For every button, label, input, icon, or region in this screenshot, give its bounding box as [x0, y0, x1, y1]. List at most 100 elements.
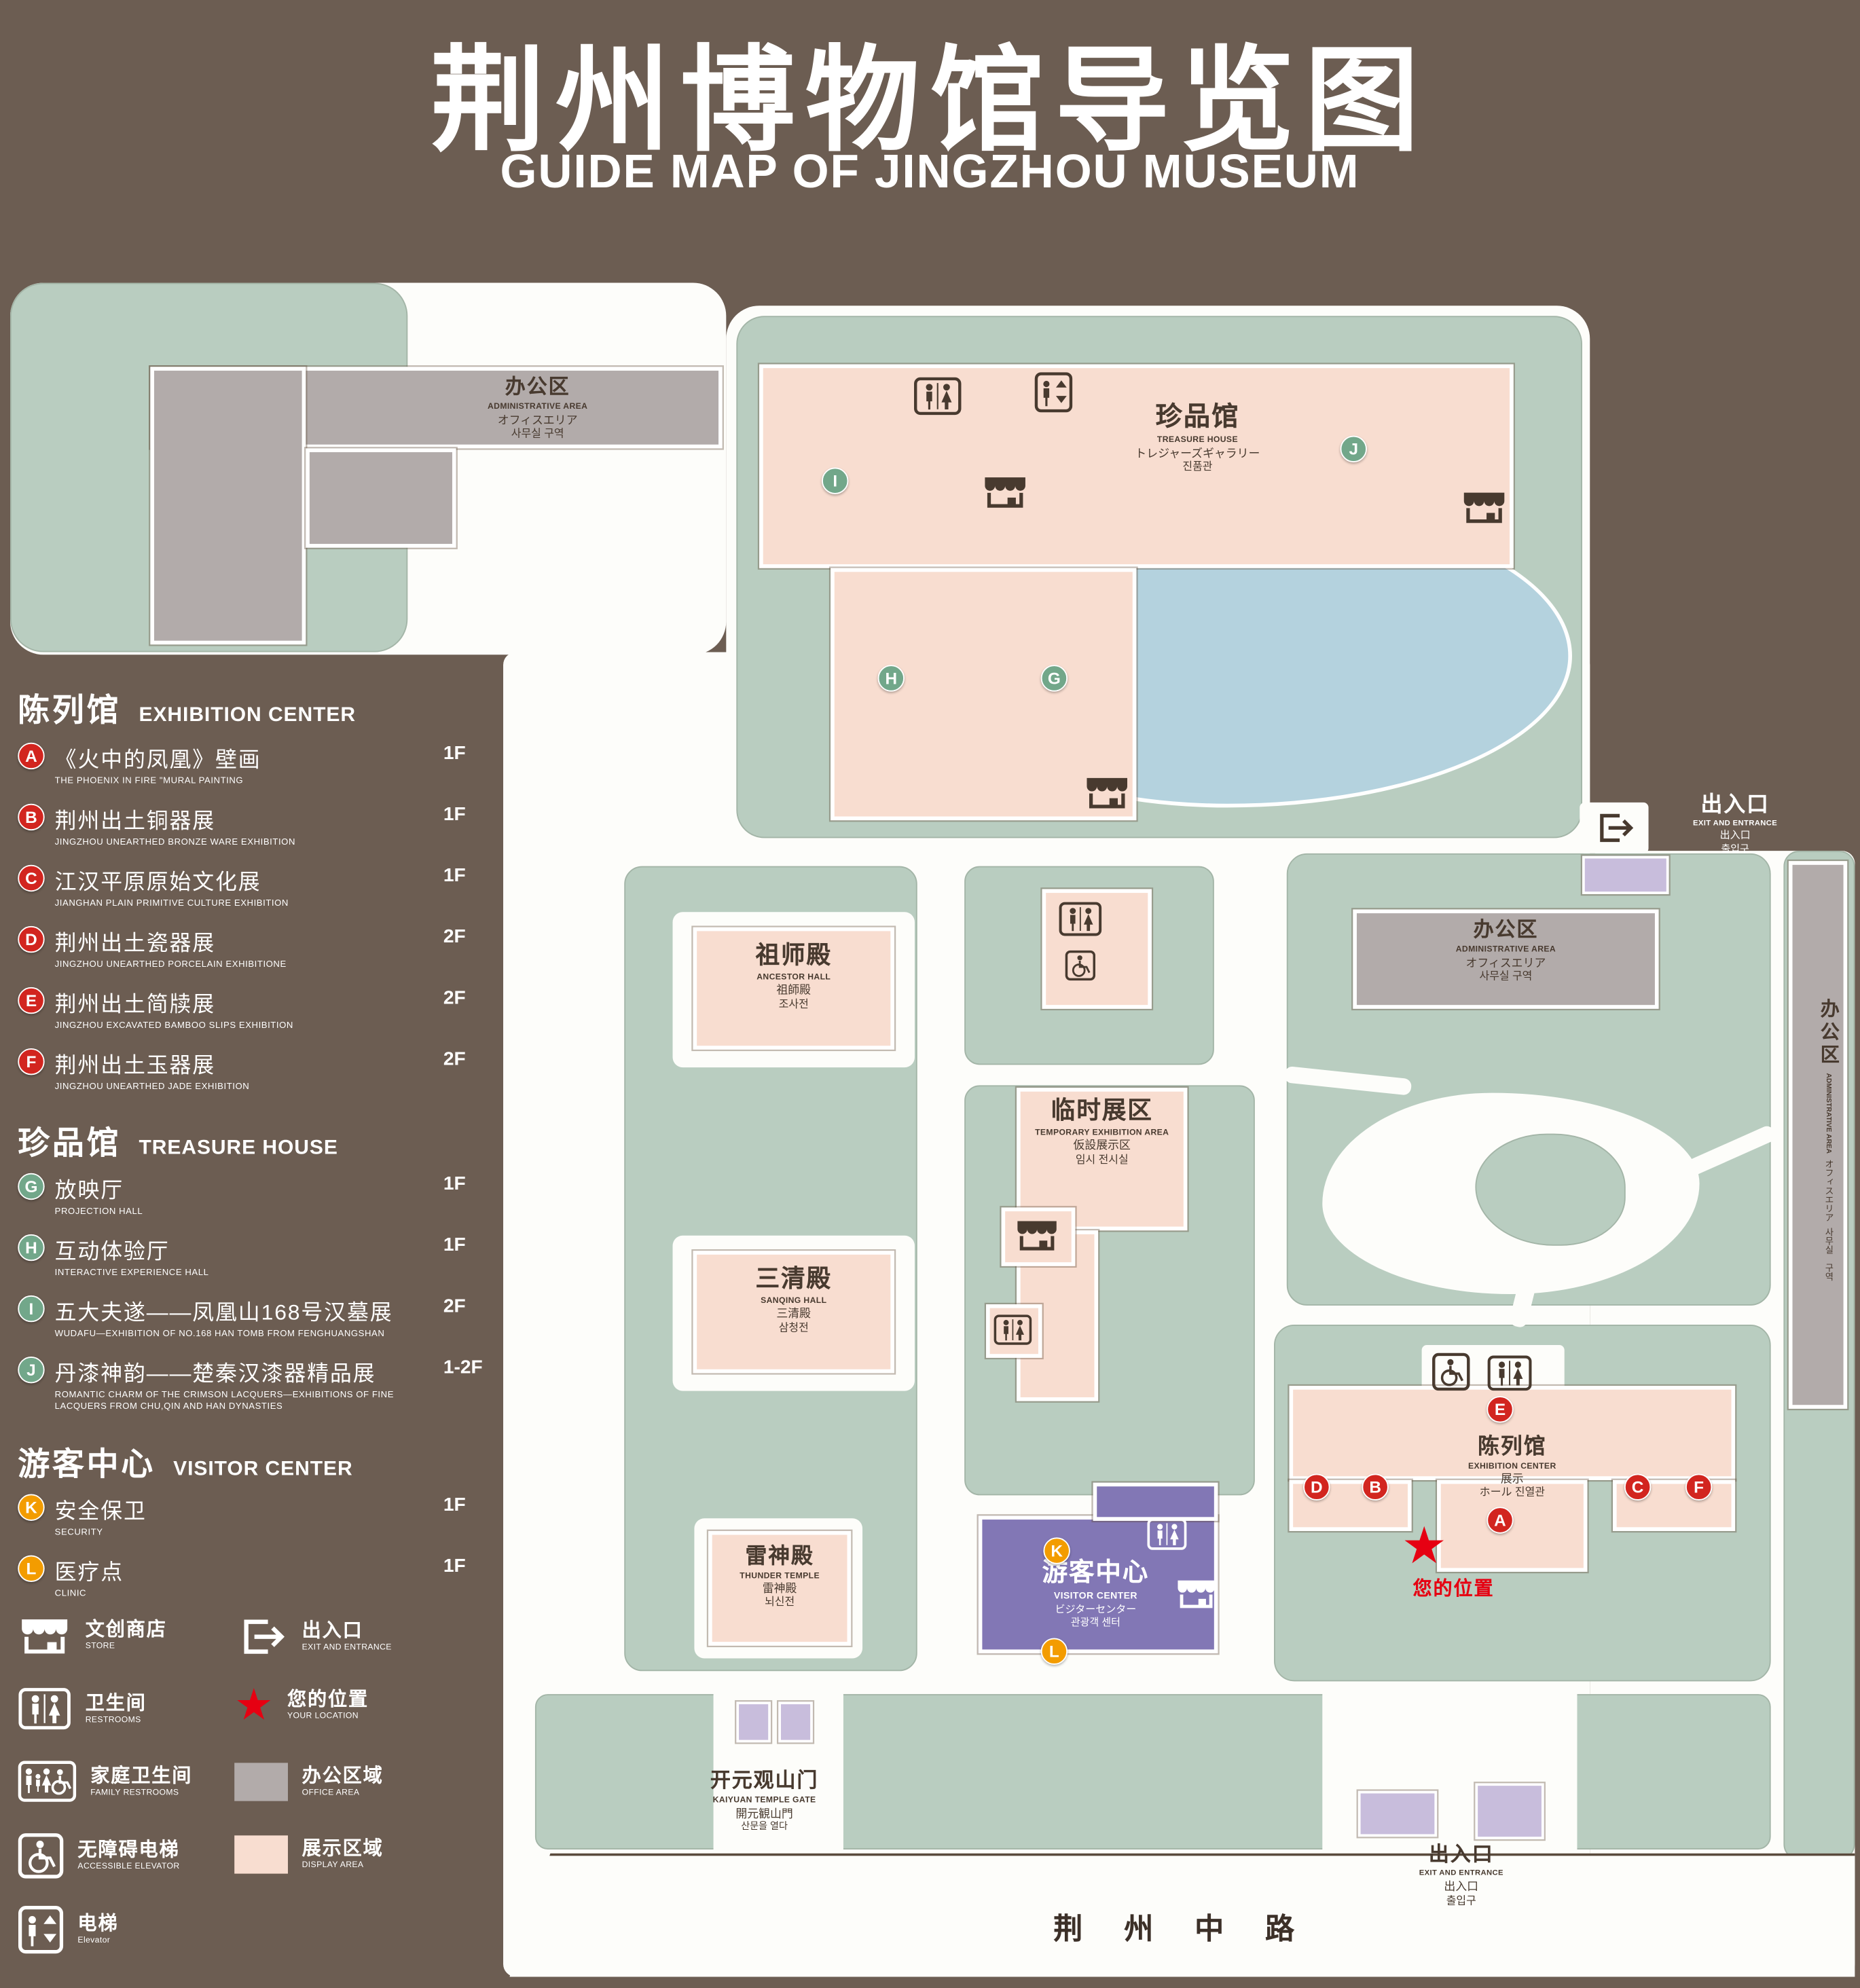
your-location-star-icon: ★: [1401, 1518, 1447, 1575]
building-ancestor-hall: [693, 927, 894, 1050]
exit-bottom-label: 出入口 EXIT AND ENTRANCE 出入口 출입구: [1419, 1844, 1503, 1907]
map-marker-c: C: [1624, 1473, 1652, 1501]
marker-g: G: [18, 1173, 45, 1200]
marker-f: F: [18, 1048, 45, 1075]
legend-item-e: E 荆州出土简牍展 JINGZHOU EXCAVATED BAMBOO SLIP…: [18, 986, 502, 1032]
map-marker-e: E: [1487, 1396, 1514, 1423]
store-icon: [1460, 489, 1508, 525]
marker-i: I: [18, 1295, 45, 1323]
building-visitor-center-annex: [1093, 1482, 1218, 1521]
building-admin-right: [1353, 909, 1659, 1009]
building-exhibition-center: [1289, 1386, 1736, 1480]
admin-far-right-label: 办公区 ADMINISTRATIVE AREA オフィスエリア 사무실 구역: [1818, 999, 1840, 1281]
building-thunder-temple: [708, 1530, 852, 1646]
building-exit-bottom-left: [1357, 1790, 1438, 1837]
restrooms-icon: [993, 1314, 1032, 1345]
visitor-center-label: 游客中心 VISITOR CENTER ビジターセンター 관광객 센터: [1042, 1559, 1150, 1628]
elevator-icon: [1034, 372, 1072, 413]
map-marker-f: F: [1685, 1473, 1713, 1501]
accessible-elevator-icon: [18, 1833, 64, 1879]
building-sanqing-hall: [693, 1251, 894, 1374]
building-exit-top-right: [1582, 855, 1669, 894]
map-marker-d: D: [1303, 1473, 1330, 1501]
thunder-temple-label: 雷神殿 THUNDER TEMPLE 雷神殿 뇌신전: [740, 1543, 820, 1608]
admin-top-left-label: 办公区 ADMINISTRATIVE AREA オフィスエリア 사무실 구역: [487, 377, 588, 440]
building-admin-far-right: [1788, 861, 1848, 1409]
elevator-icon: [18, 1905, 64, 1953]
store-icon: [18, 1615, 71, 1656]
marker-b: B: [18, 803, 45, 831]
store-icon: [981, 474, 1029, 510]
building-treasure-house: [759, 364, 1514, 568]
store-icon: [1083, 775, 1131, 811]
store-icon: [1014, 1217, 1060, 1252]
marker-l: L: [18, 1555, 45, 1582]
map-marker-k: K: [1043, 1537, 1070, 1564]
marker-c: C: [18, 864, 45, 892]
map-marker-b: B: [1362, 1473, 1389, 1501]
restrooms-icon: [1146, 1518, 1187, 1550]
marker-d: D: [18, 925, 45, 953]
map-marker-a: A: [1487, 1507, 1514, 1534]
map-marker-g: G: [1040, 665, 1068, 692]
building-admin-top-left-wing: [150, 367, 306, 645]
restrooms-icon: [18, 1688, 71, 1730]
road: 荆 州 中 路: [509, 1853, 1855, 1977]
building-gate-left: [736, 1701, 771, 1743]
legend-item-i: I 五大夫遂——凤凰山168号汉墓展 WUDAFU—EXHIBITION OF …: [18, 1294, 502, 1340]
legend-item-b: B 荆州出土铜器展 JINGZHOU UNEARTHED BRONZE WARE…: [18, 803, 502, 849]
building-exit-bottom-right: [1475, 1783, 1544, 1839]
restrooms-icon: [912, 377, 963, 415]
page-title-zh: 荆州博物馆导览图: [431, 38, 1429, 166]
sanqing-hall-label: 三清殿 SANQING HALL 三清殿 삼청전: [755, 1266, 833, 1333]
temporary-exhibition-label: 临时展区 TEMPORARY EXHIBITION AREA 仮設展示区 임시 …: [1035, 1098, 1169, 1165]
accessible-elevator-icon: [1432, 1352, 1470, 1391]
marker-e: E: [18, 987, 45, 1014]
family-restrooms-icon: [18, 1761, 76, 1803]
legend-item-k: K 安全保卫 SECURITY 1F: [18, 1493, 502, 1539]
gate-label: 开元观山门 KAIYUAN TEMPLE GATE 開元観山門 산문을 열다: [710, 1770, 819, 1833]
accessible-icon: [1065, 950, 1095, 980]
exit-top-right-label: 出入口 EXIT AND ENTRANCE 出入口 출입구: [1693, 792, 1778, 855]
office-area-swatch: [234, 1763, 288, 1801]
page-title-en: GUIDE MAP OF JINGZHOU MUSEUM: [500, 145, 1360, 198]
restrooms-icon: [1485, 1355, 1533, 1391]
treasure-house-label: 珍品馆 TREASURE HOUSE トレジャーズギャラリー 진품관: [1135, 402, 1260, 473]
marker-k: K: [18, 1494, 45, 1521]
ancestor-hall-label: 祖师殿 ANCESTOR HALL 祖師殿 조사전: [755, 942, 833, 1010]
marker-a: A: [18, 742, 45, 770]
map-marker-i: I: [822, 467, 849, 494]
exit-icon: [1587, 810, 1641, 846]
store-icon: [1175, 1577, 1218, 1610]
legend-item-l: L 医疗点 CLINIC 1F: [18, 1554, 502, 1600]
your-location-label: 您的位置: [1412, 1578, 1495, 1600]
building-temporary-exhibition: [1017, 1088, 1188, 1231]
building-temporary-store: [1001, 1207, 1076, 1266]
legend-item-g: G 放映厅 PROJECTION HALL 1F: [18, 1172, 502, 1218]
marker-h: H: [18, 1234, 45, 1262]
marker-j: J: [18, 1356, 45, 1384]
park-island: [1475, 1133, 1626, 1246]
admin-right-label: 办公区 ADMINISTRATIVE AREA オフィスエリア 사무실 구역: [1455, 919, 1556, 982]
path-gate-gap: [713, 1691, 843, 1852]
legend-item-d: D 荆州出土瓷器展 JINGZHOU UNEARTHED PORCELAIN E…: [18, 925, 502, 971]
road-label: 荆 州 中 路: [1053, 1911, 1311, 1945]
legend-item-a: A 《火中的凤凰》壁画 THE PHOENIX IN FIRE "MURAL P…: [18, 741, 502, 788]
building-treasure-house-wing: [831, 568, 1137, 821]
legend-item-h: H 互动体验厅 INTERACTIVE EXPERIENCE HALL 1F: [18, 1233, 502, 1279]
map-marker-l: L: [1040, 1638, 1068, 1665]
legend-item-c: C 江汉平原原始文化展 JIANGHAN PLAIN PRIMITIVE CUL…: [18, 864, 502, 910]
